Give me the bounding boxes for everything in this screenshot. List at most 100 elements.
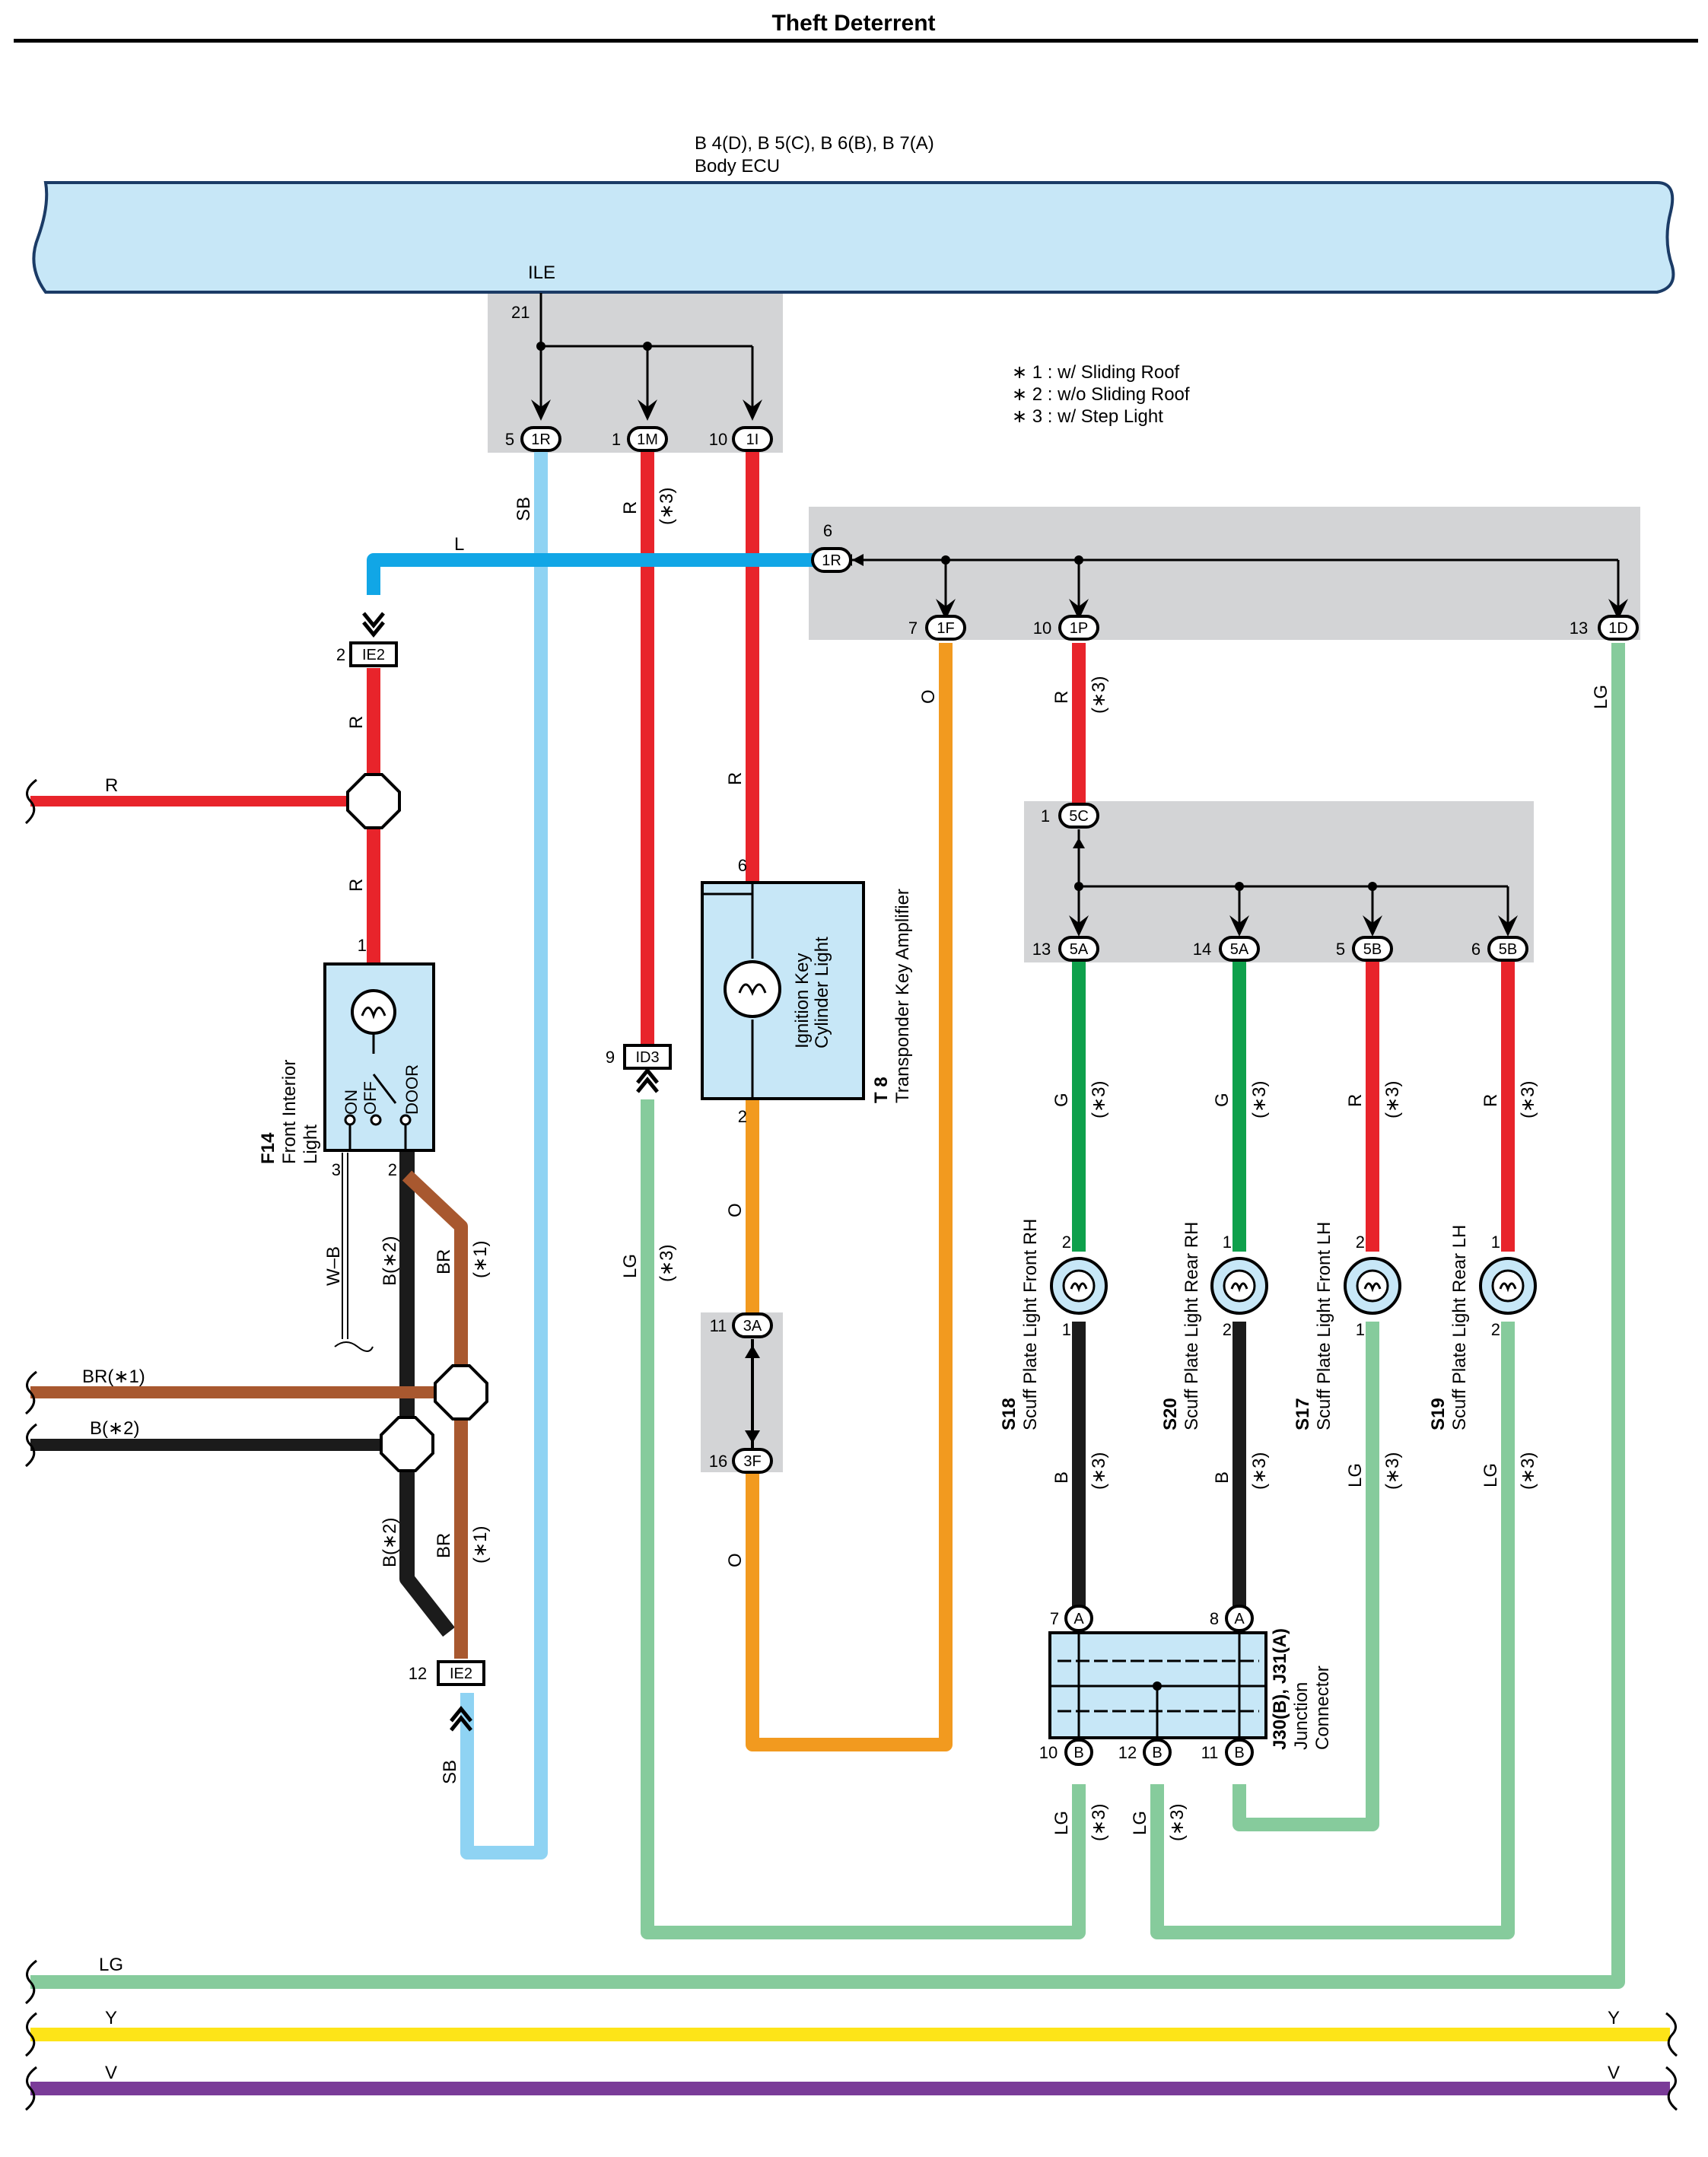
svg-text:O: O (725, 1553, 746, 1567)
connector-1r-top: 1R 5 (505, 426, 561, 452)
wire-b-switch (399, 1151, 455, 1637)
wire-labels: SB R (∗3) L R R R R O R (∗3) LG G (∗3) G… (82, 488, 1620, 2083)
junction-block-area-lower (1024, 801, 1534, 962)
wire-lg-s17 (1232, 1322, 1379, 1831)
connector-3a: 3A 11 (710, 1312, 773, 1338)
svg-text:(∗3): (∗3) (657, 1245, 677, 1282)
s18-name: Scuff Plate Light Front RH (1020, 1219, 1041, 1430)
s20-name: Scuff Plate Light Rear RH (1182, 1222, 1202, 1430)
svg-text:5A: 5A (1070, 941, 1089, 958)
t8-pin-6: 6 (738, 856, 747, 875)
svg-text:B: B (1073, 1745, 1083, 1761)
ecu-splice-dots (536, 342, 652, 351)
splice-octagons (346, 773, 488, 1472)
svg-text:LG: LG (1591, 685, 1611, 709)
wire-lg-1d (30, 643, 1625, 1989)
svg-text:Y: Y (1608, 2008, 1620, 2028)
svg-text:1R: 1R (822, 552, 841, 569)
svg-text:A: A (1073, 1611, 1084, 1627)
connector-5a-14: 5A 14 (1193, 936, 1260, 962)
t8-inner-2: Cylinder Light (812, 937, 832, 1048)
wire-l (367, 553, 822, 595)
note-2: ∗ 2 : w/o Sliding Roof (1012, 384, 1190, 405)
svg-text:8: 8 (1210, 1609, 1219, 1628)
page-title: Theft Deterrent (771, 11, 935, 36)
svg-text:2: 2 (1491, 1320, 1500, 1339)
connector-5b-6: 5B 6 (1471, 936, 1528, 962)
wire-lg-s19 (1150, 1322, 1515, 1939)
svg-text:1: 1 (1062, 1320, 1071, 1339)
svg-text:1F: 1F (937, 620, 954, 637)
connector-1d: 1D 13 (1570, 615, 1639, 641)
s17-name: Scuff Plate Light Front LH (1314, 1222, 1334, 1430)
svg-text:2: 2 (336, 645, 345, 664)
s19-light: 1 2 (1479, 1233, 1537, 1339)
svg-text:LG: LG (1051, 1811, 1072, 1835)
svg-text:V: V (105, 2063, 117, 2083)
svg-text:16: 16 (709, 1452, 727, 1471)
svg-text:7: 7 (1050, 1609, 1059, 1628)
t8-transponder-key-amplifier: Ignition Key Cylinder Light 6 2 (701, 856, 865, 1126)
body-ecu (32, 181, 1675, 294)
svg-text:B: B (1212, 1471, 1232, 1484)
svg-text:1P: 1P (1070, 620, 1088, 637)
connector-1m: 1M 1 (612, 426, 668, 452)
wire-o-loop (746, 643, 953, 1751)
svg-text:SB: SB (440, 1760, 460, 1784)
wire-br-switch (402, 1170, 468, 1659)
svg-text:SB: SB (514, 497, 534, 521)
svg-text:BR(∗1): BR(∗1) (82, 1366, 145, 1387)
svg-text:(∗3): (∗3) (1089, 676, 1109, 714)
svg-text:B(∗2): B(∗2) (380, 1236, 400, 1286)
t8-pin-2: 2 (738, 1107, 747, 1126)
svg-text:12: 12 (409, 1664, 427, 1683)
junction-splice-upper (829, 558, 1620, 610)
t8-code: T 8 (871, 1077, 892, 1103)
svg-text:3A: 3A (743, 1318, 762, 1335)
svg-text:5A: 5A (1230, 941, 1249, 958)
wire-break-marks (24, 778, 1678, 2111)
junction-splice-lower-dots (1073, 838, 1377, 891)
svg-text:2: 2 (1356, 1233, 1365, 1252)
svg-text:(∗1): (∗1) (470, 1526, 491, 1564)
svg-text:LG: LG (1481, 1463, 1501, 1487)
svg-text:R: R (105, 775, 118, 796)
connector-id3: ID3 9 (606, 1044, 672, 1070)
svg-text:10: 10 (709, 430, 727, 449)
svg-text:10: 10 (1033, 619, 1051, 638)
svg-text:R: R (1345, 1094, 1366, 1107)
svg-text:5: 5 (1336, 940, 1345, 959)
svg-text:(∗3): (∗3) (657, 488, 677, 525)
ecu-pin-21: 21 (511, 303, 530, 322)
svg-text:B: B (1152, 1745, 1162, 1761)
svg-text:(∗3): (∗3) (1518, 1452, 1538, 1490)
s17-code: S17 (1293, 1398, 1313, 1430)
s19-code: S19 (1428, 1398, 1449, 1430)
connector-5c: 5C 1 (1041, 803, 1099, 829)
f14-pin-3: 3 (332, 1160, 341, 1179)
f14-code: F14 (258, 1132, 278, 1164)
svg-text:LG: LG (1345, 1463, 1366, 1487)
title-underline (14, 39, 1698, 43)
s17-light: 2 1 (1344, 1233, 1401, 1339)
svg-text:1: 1 (1491, 1233, 1500, 1252)
svg-text:1: 1 (1356, 1320, 1365, 1339)
svg-text:7: 7 (908, 619, 918, 638)
connector-1r-mid: 1R 6 (811, 521, 852, 573)
connector-3a-3f-arrows (745, 1345, 760, 1443)
svg-text:1I: 1I (746, 431, 759, 448)
svg-text:(∗3): (∗3) (1167, 1804, 1188, 1841)
jc-name-2: Connector (1312, 1665, 1333, 1750)
ecu-name: Body ECU (695, 156, 780, 177)
svg-text:5B: 5B (1363, 941, 1382, 958)
svg-text:3F: 3F (743, 1453, 761, 1470)
s18-light: 2 1 (1050, 1233, 1108, 1339)
svg-text:R: R (346, 716, 367, 729)
svg-text:11: 11 (1201, 1743, 1219, 1762)
note-3: ∗ 3 : w/ Step Light (1012, 406, 1163, 427)
wire-lg-id3 (641, 1099, 1086, 1939)
svg-text:G: G (1051, 1093, 1072, 1107)
jc-code: J30(B), J31(A) (1270, 1628, 1290, 1750)
junction-terminals: A 7 A 8 B 10 B 12 B 11 (1039, 1605, 1254, 1766)
